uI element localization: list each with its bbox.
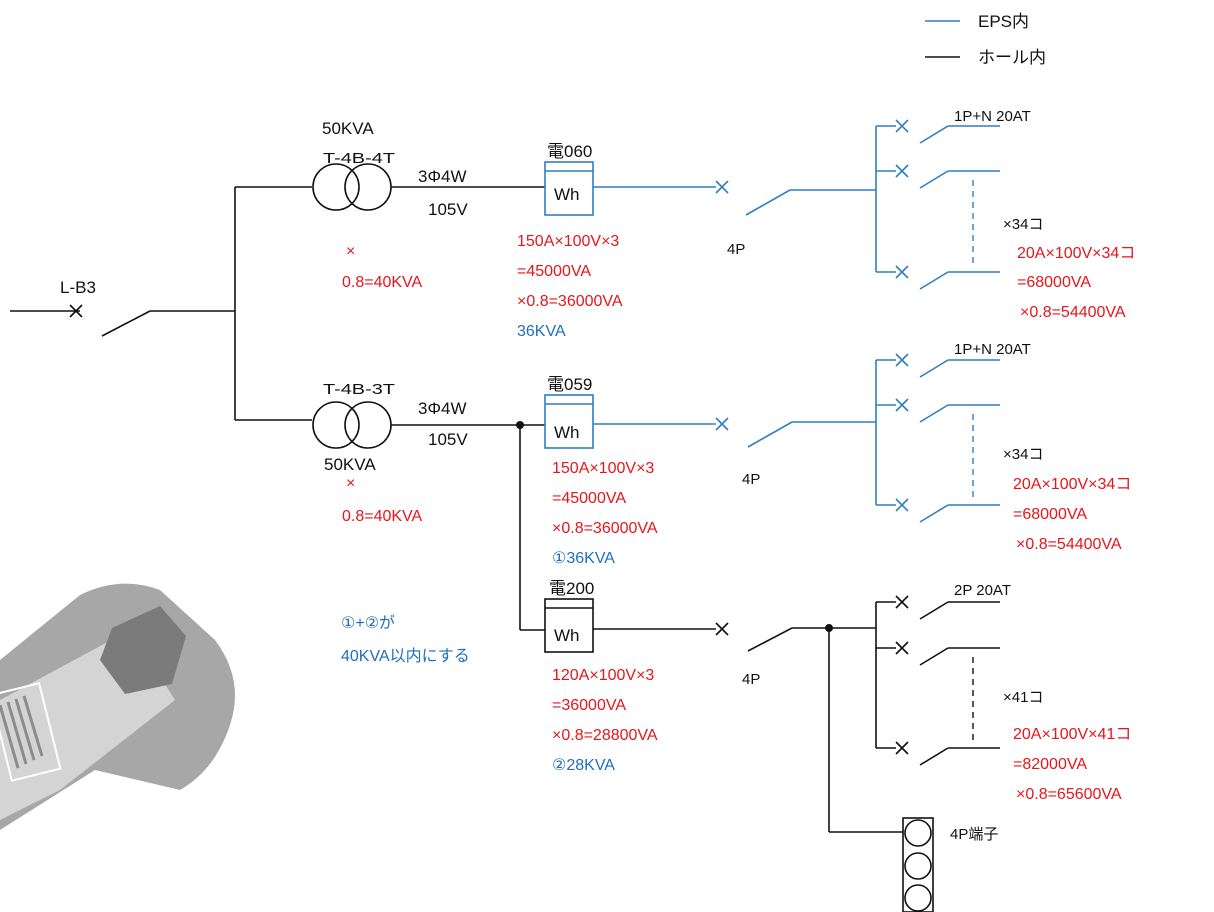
branch-group-1-type: 1P+N 20AT bbox=[954, 108, 1031, 125]
transformer-2-wiring: 3Φ4W bbox=[418, 399, 467, 418]
meter-2-symbol: Wh bbox=[554, 423, 580, 442]
meter-1-symbol: Wh bbox=[554, 185, 580, 204]
meter-2-calc-3: ×0.8=36000VA bbox=[552, 520, 658, 537]
meter-1-calc-2: =45000VA bbox=[517, 263, 591, 280]
branch-group-3-calc-1: 20A×100V×41コ bbox=[1013, 726, 1131, 743]
meter-2-calc-1: 150A×100V×3 bbox=[552, 460, 654, 477]
meter-1-calc-3: ×0.8=36000VA bbox=[517, 293, 623, 310]
note: ①+②が 40KVA以内にする bbox=[341, 614, 470, 665]
meter-3-id: 電200 bbox=[549, 579, 594, 598]
note-line-2: 40KVA以内にする bbox=[341, 647, 470, 665]
meter-2-id: 電059 bbox=[547, 375, 592, 394]
branch-group-1-calc-3: ×0.8=54400VA bbox=[1020, 304, 1126, 321]
meter-3-result: ②28KVA bbox=[552, 757, 615, 774]
meter-1: 電060 Wh 4P 150A×100V×3 =45000VA ×0.8=360… bbox=[517, 142, 876, 340]
branch-group-2: 1P+N 20AT ×34コ 20A×100V×34コ =68000VA ×0.… bbox=[875, 341, 1131, 553]
meter-3-calc-3: ×0.8=28800VA bbox=[552, 727, 658, 744]
transformer-1: 50KVA T-4B-4T 3Φ4W 105V × 0.8=40KVA bbox=[312, 119, 545, 291]
meter-2-calc-2: =45000VA bbox=[552, 490, 626, 507]
transformer-1-name: T-4B-4T bbox=[323, 150, 395, 167]
meter-3-calc-1: 120A×100V×3 bbox=[552, 667, 654, 684]
branch-group-3: 2P 20AT ×41コ 20A×100V×41コ =82000VA ×0.8=… bbox=[875, 582, 1131, 803]
transformer-2: T-4B-3T 50KVA 3Φ4W 105V × 0.8=40KVA bbox=[312, 381, 545, 631]
meter-2-result: ①36KVA bbox=[552, 550, 615, 567]
meter-3-symbol: Wh bbox=[554, 626, 580, 645]
transformer-1-wiring: 3Φ4W bbox=[418, 167, 467, 186]
branch-group-3-calc-2: =82000VA bbox=[1013, 756, 1087, 773]
branch-group-2-calc-3: ×0.8=54400VA bbox=[1016, 536, 1122, 553]
branch-group-2-calc-1: 20A×100V×34コ bbox=[1013, 476, 1131, 493]
terminal-label: 4P端子 bbox=[950, 826, 998, 843]
meter-1-calc-1: 150A×100V×3 bbox=[517, 233, 619, 250]
branch-group-3-calc-3: ×0.8=65600VA bbox=[1016, 786, 1122, 803]
meter-2: 電059 Wh 4P 150A×100V×3 =45000VA ×0.8=360… bbox=[544, 375, 876, 567]
branch-group-1: 1P+N 20AT ×34コ 20A×100V×34コ =68000VA ×0.… bbox=[875, 108, 1135, 321]
legend-hall-label: ホール内 bbox=[978, 48, 1046, 67]
transformer-1-capacity: 50KVA bbox=[322, 119, 374, 138]
wrench-icon bbox=[0, 583, 235, 830]
branch-group-2-type: 1P+N 20AT bbox=[954, 341, 1031, 358]
transformer-1-factor-value: 0.8=40KVA bbox=[342, 274, 423, 291]
legend: EPS内 ホール内 bbox=[925, 12, 1046, 67]
legend-eps-label: EPS内 bbox=[978, 12, 1029, 31]
meter-2-breaker: 4P bbox=[742, 471, 760, 488]
note-line-1: ①+②が bbox=[341, 614, 395, 632]
transformer-1-voltage: 105V bbox=[428, 200, 468, 219]
transformer-2-capacity: 50KVA bbox=[324, 455, 376, 474]
branch-group-1-calc-2: =68000VA bbox=[1017, 274, 1091, 291]
meter-1-breaker: 4P bbox=[727, 241, 745, 258]
branch-group-3-type: 2P 20AT bbox=[954, 582, 1011, 599]
meter-3-calc-2: =36000VA bbox=[552, 697, 626, 714]
main-breaker-label: L-B3 bbox=[60, 278, 96, 297]
branch-group-1-count: ×34コ bbox=[1003, 216, 1043, 233]
terminal-block: 4P端子 bbox=[902, 817, 998, 912]
branch-group-2-count: ×34コ bbox=[1003, 446, 1043, 463]
branch-group-3-count: ×41コ bbox=[1003, 689, 1043, 706]
transformer-2-voltage: 105V bbox=[428, 430, 468, 449]
branch-group-1-calc-1: 20A×100V×34コ bbox=[1017, 245, 1135, 262]
transformer-1-factor-symbol: × bbox=[346, 243, 355, 260]
meter-1-result: 36KVA bbox=[517, 323, 566, 340]
transformer-2-factor-value: 0.8=40KVA bbox=[342, 508, 423, 525]
main-breaker: L-B3 bbox=[10, 186, 312, 421]
branch-group-2-calc-2: =68000VA bbox=[1013, 506, 1087, 523]
meter-3: 電200 Wh 4P 120A×100V×3 =36000VA ×0.8=288… bbox=[544, 579, 903, 833]
transformer-2-name: T-4B-3T bbox=[323, 381, 395, 398]
transformer-2-factor-symbol: × bbox=[346, 475, 355, 492]
meter-1-id: 電060 bbox=[547, 142, 592, 161]
meter-3-breaker: 4P bbox=[742, 671, 760, 688]
